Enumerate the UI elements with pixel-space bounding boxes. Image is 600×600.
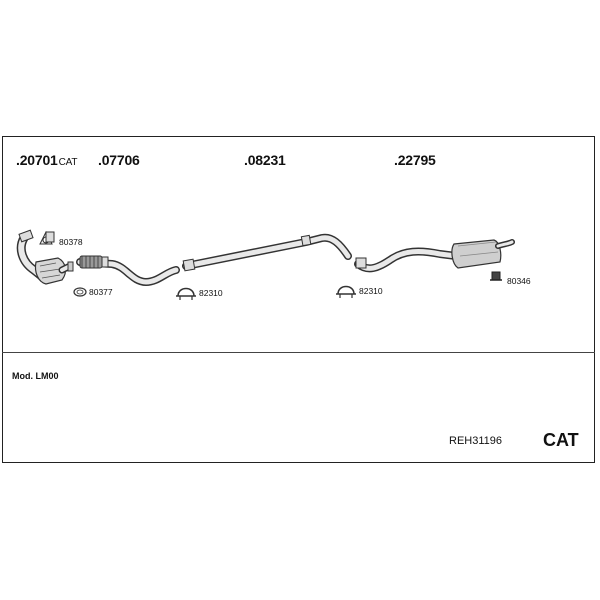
ref-clamp-right: 82310 bbox=[359, 286, 383, 296]
rubber-hanger-icon bbox=[490, 271, 502, 281]
clamp-icon bbox=[176, 287, 196, 300]
part-number-text: .07706 bbox=[98, 152, 140, 168]
ref-gasket: 80378 bbox=[59, 237, 83, 247]
middle-pipe-part bbox=[182, 233, 352, 272]
rear-silencer-part bbox=[354, 239, 515, 273]
set-number: REH31196 bbox=[449, 435, 502, 447]
part-number-text: .22795 bbox=[394, 152, 436, 168]
ref-hanger: 80346 bbox=[507, 276, 531, 286]
part-number-suffix: CAT bbox=[58, 157, 78, 168]
ref-clamp-left: 82310 bbox=[199, 288, 223, 298]
part-number-text: .08231 bbox=[244, 152, 286, 168]
part-number-catalyst: .20701CAT bbox=[16, 152, 77, 168]
cat-badge: CAT bbox=[543, 430, 579, 450]
gasket-icon bbox=[39, 230, 55, 245]
diagram-frame bbox=[2, 136, 595, 463]
part-number-middle-pipe: .08231 bbox=[244, 152, 286, 168]
model-label: Mod. LM00 bbox=[12, 371, 59, 381]
front-pipe-part bbox=[76, 255, 180, 286]
part-number-rear-silencer: .22795 bbox=[394, 152, 436, 168]
clamp-icon bbox=[336, 285, 356, 298]
section-divider bbox=[2, 352, 595, 353]
ref-ring-gasket: 80377 bbox=[89, 287, 113, 297]
catalyst-part bbox=[16, 229, 74, 285]
part-number-text: .20701 bbox=[16, 152, 58, 168]
ring-gasket-icon bbox=[73, 287, 87, 297]
part-number-front-pipe: .07706 bbox=[98, 152, 140, 168]
